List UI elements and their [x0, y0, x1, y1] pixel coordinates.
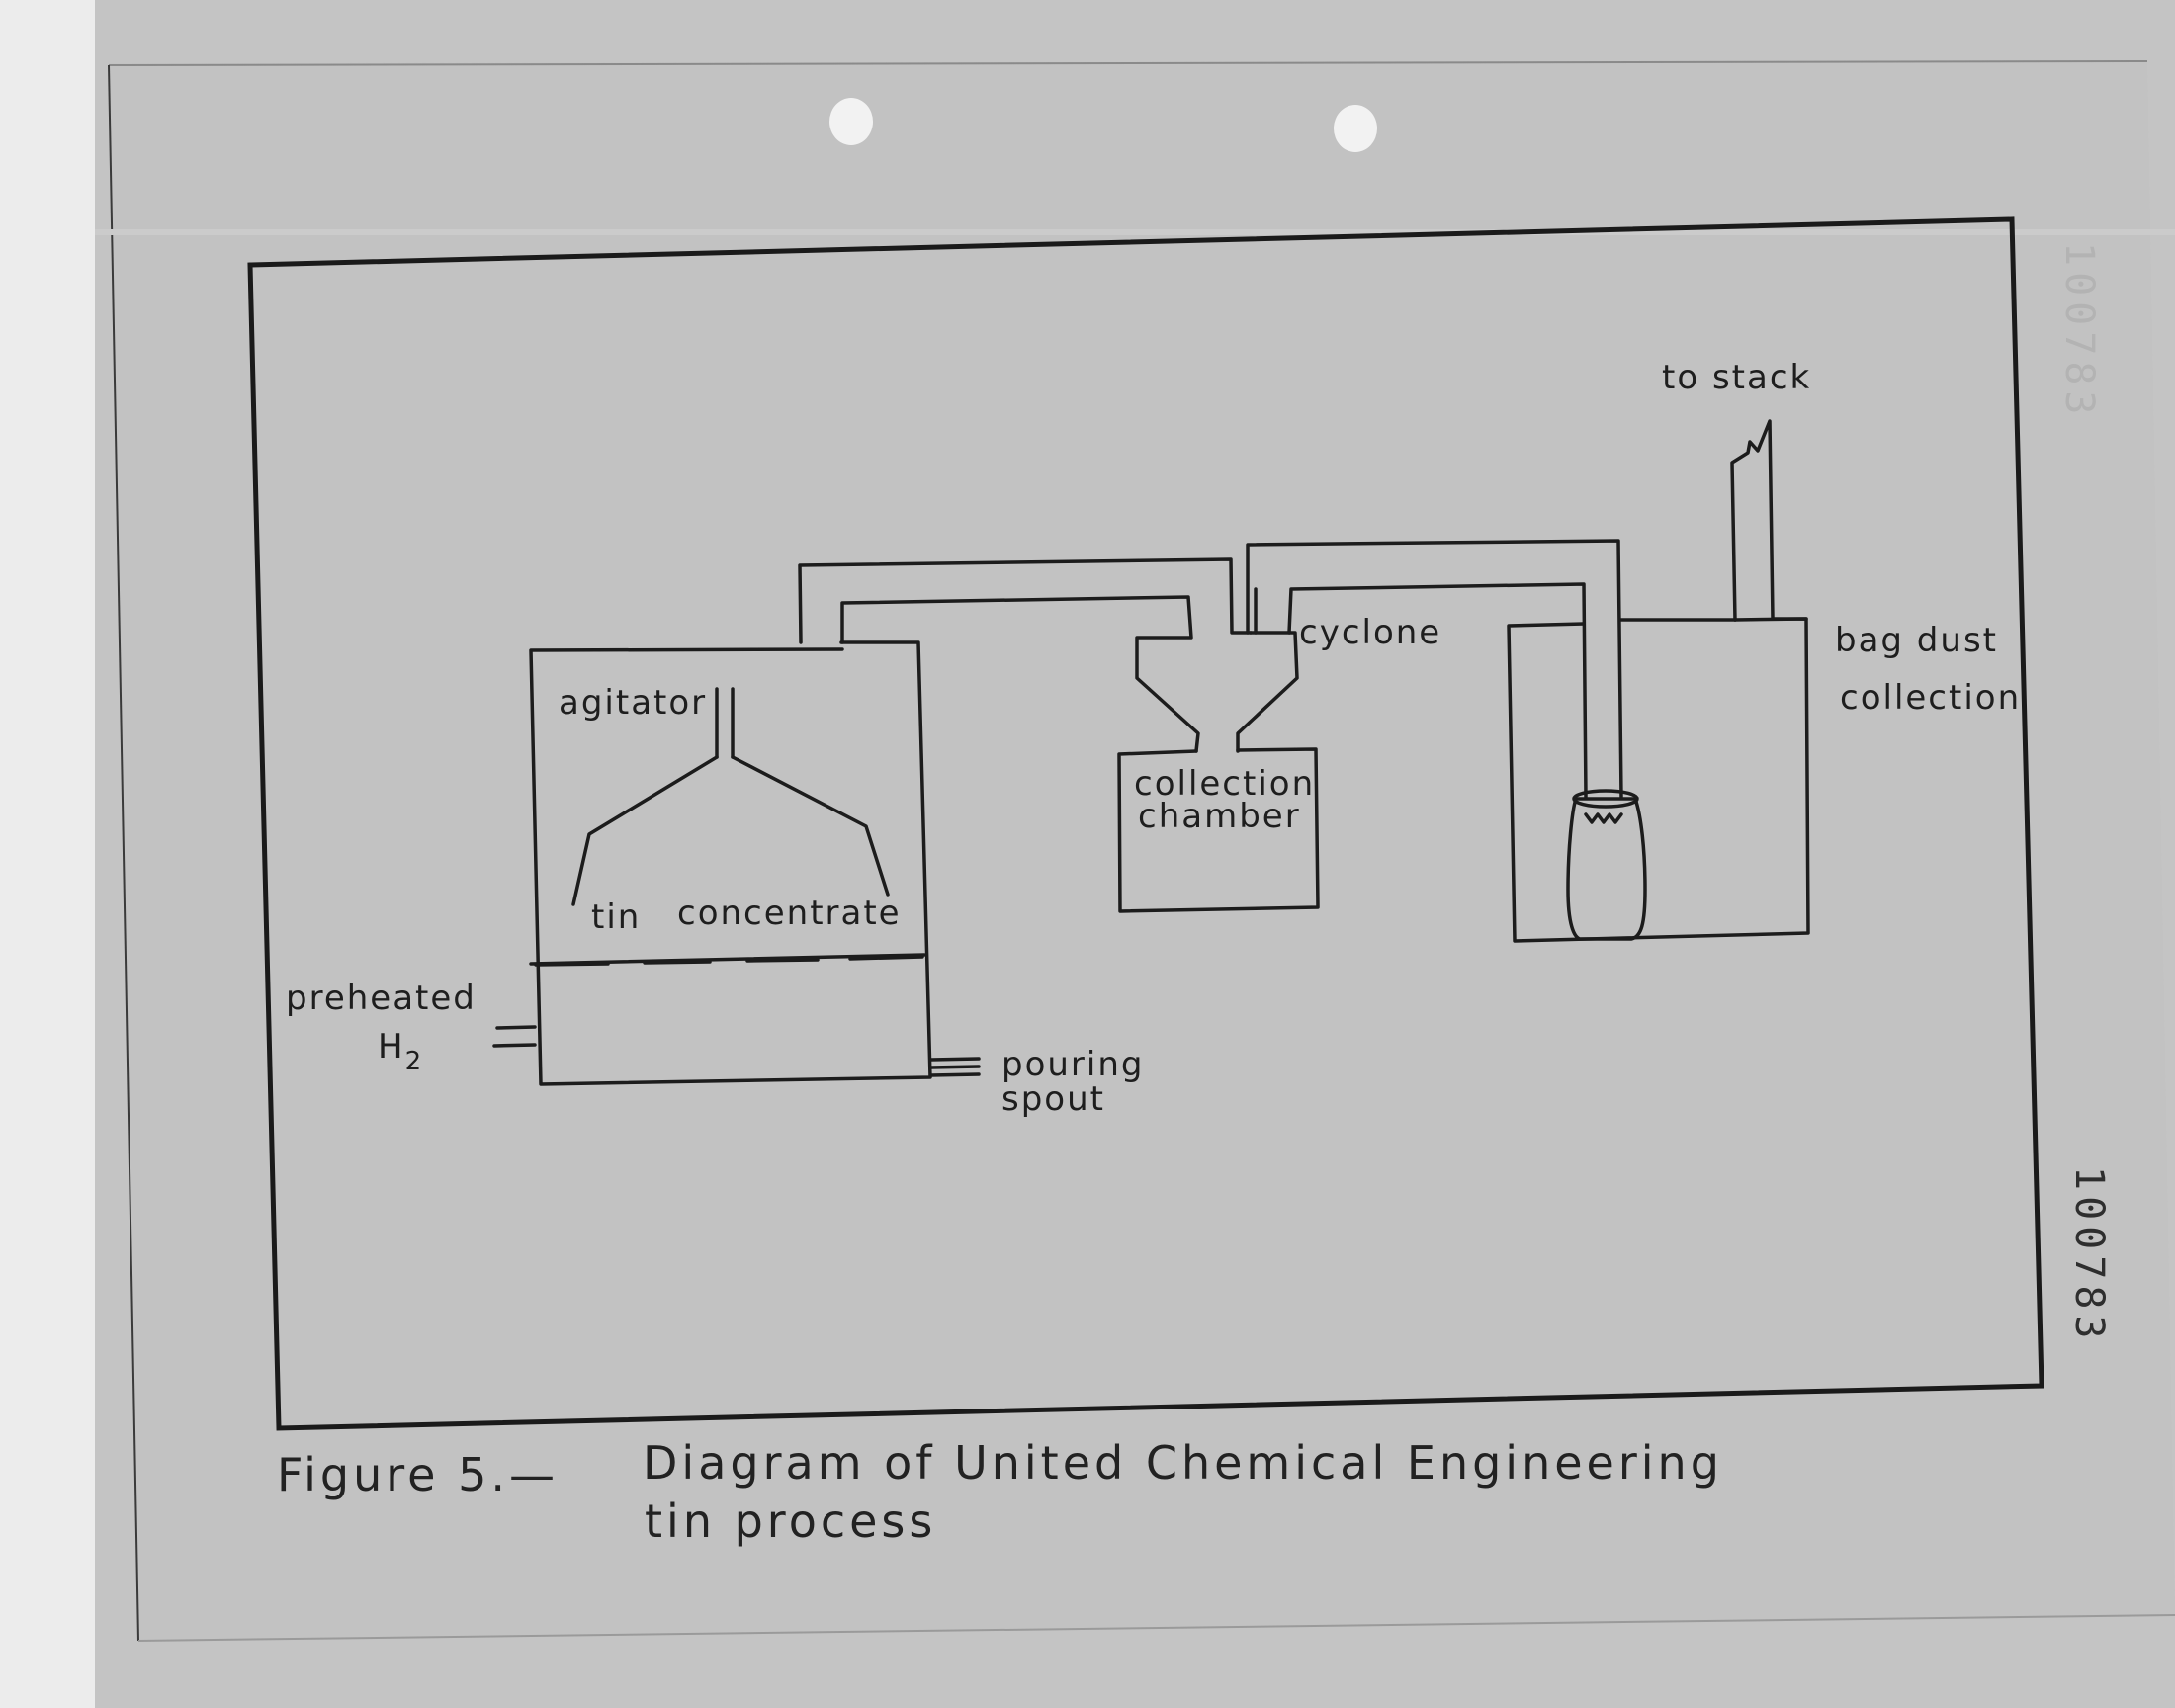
label-agitator: agitator: [559, 683, 707, 723]
label-collection-chamber-1: collection: [1134, 764, 1315, 804]
label-tin: tin: [591, 897, 641, 937]
scan-band: [95, 229, 2175, 235]
filter-bag: [1566, 789, 1647, 941]
label-cyclone: cyclone: [1299, 613, 1441, 652]
agitator: [571, 687, 890, 906]
paper-top-edge: [108, 60, 2148, 66]
gas-duct: [798, 539, 1623, 799]
hydrogen-inlet-pipe: [492, 1025, 537, 1048]
punch-hole-left: [829, 98, 873, 145]
punch-hole-right: [1334, 105, 1377, 152]
label-pouring: pouring: [1001, 1045, 1145, 1084]
label-h2: H2: [378, 1027, 423, 1076]
label-to-stack: to stack: [1662, 358, 1811, 397]
label-h2-base: H: [378, 1027, 405, 1067]
page-number-stamp: 100783: [2066, 1166, 2112, 1345]
label-bag-collection: collection: [1840, 678, 2021, 718]
label-h2-subscript: 2: [405, 1047, 424, 1076]
label-concentrate: concentrate: [677, 894, 902, 933]
pouring-spout: [929, 1057, 981, 1077]
label-spout: spout: [1001, 1079, 1105, 1119]
paper-inner: [109, 61, 2175, 1641]
paper-left-edge: [108, 64, 139, 1642]
caption-line-2: tin process: [645, 1494, 936, 1548]
page-number-showthrough: 100783: [2056, 242, 2102, 421]
stack: [1730, 419, 1808, 622]
label-bag-dust: bag dust: [1835, 621, 1998, 660]
caption-figure-number: Figure 5.—: [277, 1448, 559, 1501]
filter-screen: [534, 955, 924, 967]
label-preheated: preheated: [286, 979, 477, 1018]
caption-line-1: Diagram of United Chemical Engineering: [643, 1436, 1723, 1490]
paper-bottom-edge: [137, 1614, 2175, 1642]
diagram-frame: [247, 216, 2044, 1431]
label-collection-chamber-2: chamber: [1138, 797, 1301, 836]
collection-chamber: [1117, 747, 1320, 913]
